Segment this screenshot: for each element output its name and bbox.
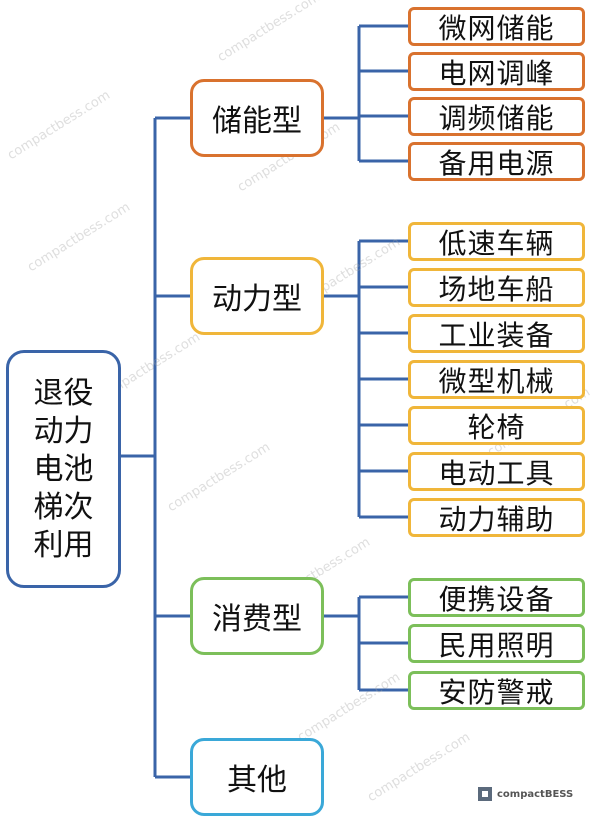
leaf-item: 低速车辆 bbox=[408, 222, 585, 261]
leaf-item: 微型机械 bbox=[408, 360, 585, 399]
leaf-item: 工业装备 bbox=[408, 314, 585, 353]
leaf-item: 电动工具 bbox=[408, 452, 585, 491]
leaf-item: 电网调峰 bbox=[408, 52, 585, 91]
leaf-item: 民用照明 bbox=[408, 624, 585, 663]
category-other: 其他 bbox=[190, 738, 324, 816]
leaf-item: 动力辅助 bbox=[408, 498, 585, 537]
category-consumer: 消费型 bbox=[190, 577, 324, 655]
leaf-item: 微网储能 bbox=[408, 7, 585, 46]
leaf-item: 便携设备 bbox=[408, 578, 585, 617]
brand-logo-text: compactBESS bbox=[497, 788, 574, 800]
category-storage: 储能型 bbox=[190, 79, 324, 157]
brand-logo: compactBESS bbox=[478, 787, 573, 801]
leaf-item: 场地车船 bbox=[408, 268, 585, 307]
leaf-item: 安防警戒 bbox=[408, 671, 585, 710]
category-power: 动力型 bbox=[190, 257, 324, 335]
compactbess-logo-icon bbox=[478, 787, 492, 801]
leaf-item: 轮椅 bbox=[408, 406, 585, 445]
root-node: 退役 动力 电池 梯次 利用 bbox=[6, 350, 121, 588]
leaf-item: 调频储能 bbox=[408, 97, 585, 136]
leaf-item: 备用电源 bbox=[408, 142, 585, 181]
